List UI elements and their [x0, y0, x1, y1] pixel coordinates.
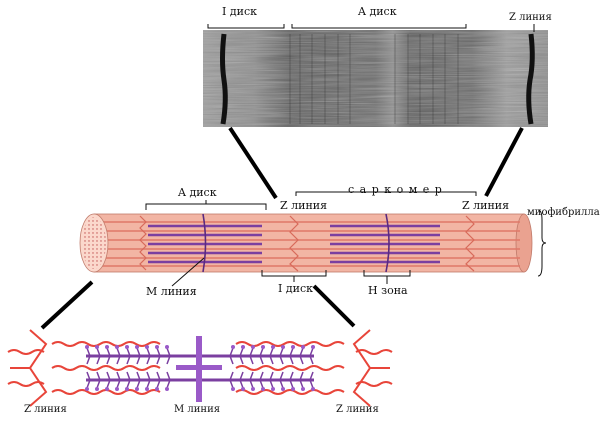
- m-line-label: M линия: [146, 285, 197, 298]
- micrograph-z-line-label: Z линия: [509, 12, 552, 23]
- connector-left: [228, 126, 278, 200]
- micrograph-a-band-brace: [291, 24, 467, 29]
- actin-strands: [7, 341, 393, 395]
- connector-bottom-left: [40, 280, 94, 330]
- micrograph-i-band-label: I диск: [222, 5, 257, 18]
- sarcomere-label: с а р к о м е р: [348, 183, 443, 196]
- myofibril: [79, 209, 547, 277]
- connector-right: [484, 127, 524, 197]
- myosin-head-tips: [85, 345, 315, 391]
- z-line-label-left: Z линия: [280, 199, 328, 212]
- z-disc-left: [10, 329, 48, 407]
- micrograph-z-line-left: [220, 33, 228, 125]
- filament-z-line-label-left: Z линия: [24, 404, 67, 415]
- filament-z-line-label-right: Z линия: [336, 404, 379, 415]
- m-line-crossbar: [176, 365, 222, 370]
- z-disc-right: [352, 329, 390, 407]
- micrograph-texture: [203, 30, 548, 127]
- micrograph-striations: [289, 34, 459, 124]
- micrograph-z-line-right: [526, 33, 535, 125]
- myofibril-m-line-1: [202, 213, 207, 273]
- thick-filaments-a-band-right: [330, 224, 440, 264]
- myofibril-z-zigzag-3: [465, 215, 475, 272]
- a-band-brace: [145, 203, 267, 210]
- filament-m-line-label: M линия: [174, 404, 221, 415]
- myofibril-brace: [537, 209, 547, 277]
- h-zone-label: H зона: [368, 284, 408, 297]
- sarcomere-brace: [295, 191, 477, 196]
- myofibril-m-line-2: [385, 213, 390, 273]
- z-line-label-right: Z линия: [462, 199, 510, 212]
- electron-micrograph: [203, 24, 548, 127]
- i-band-label: I диск: [278, 282, 313, 295]
- thin-filaments: [100, 221, 520, 267]
- myofibril-cross-section: [82, 217, 106, 269]
- myofibril-z-zigzag-2: [289, 215, 299, 272]
- micrograph-i-band-brace: [207, 24, 285, 29]
- a-band-label: A диск: [178, 186, 217, 199]
- micrograph-a-band-label: A диск: [358, 5, 397, 18]
- filament-detail: [7, 329, 393, 407]
- connector-bottom-right: [312, 284, 356, 328]
- m-line-pointer: [171, 257, 205, 287]
- myofibril-z-zigzag-1: [139, 215, 147, 271]
- myofibril-label: миофибрилла: [527, 207, 600, 218]
- myosin-heads: [86, 347, 314, 389]
